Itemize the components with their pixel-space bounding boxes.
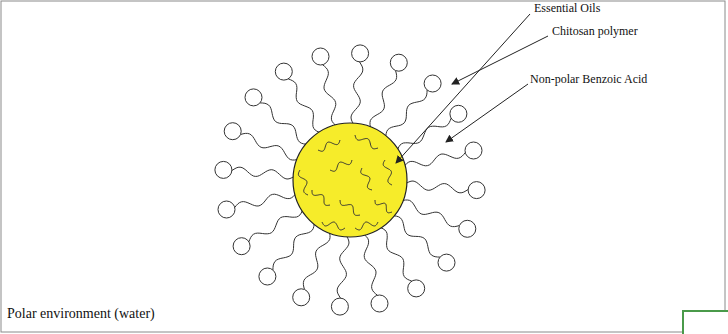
polar-head bbox=[371, 295, 388, 312]
region-label: Polar environment (water) bbox=[7, 306, 155, 322]
leader-line bbox=[446, 84, 528, 142]
oil-squiggle bbox=[355, 222, 378, 230]
polar-head bbox=[275, 63, 292, 80]
oil-squiggle bbox=[322, 222, 345, 230]
polar-head bbox=[233, 238, 250, 255]
polar-head bbox=[450, 105, 467, 122]
polar-head bbox=[215, 161, 232, 178]
oil-squiggle bbox=[298, 170, 308, 195]
polar-head bbox=[408, 280, 425, 297]
polar-head bbox=[245, 89, 262, 106]
polar-head bbox=[224, 123, 241, 140]
oil-squiggle bbox=[383, 160, 392, 185]
polar-head bbox=[438, 254, 455, 271]
polar-head bbox=[352, 45, 369, 62]
callout-label: Chitosan polymer bbox=[552, 25, 638, 39]
oil-squiggle bbox=[330, 160, 352, 171]
polar-head bbox=[468, 182, 485, 199]
callout-label: Non-polar Benzoic Acid bbox=[530, 73, 647, 87]
polar-head bbox=[218, 201, 235, 218]
oil-squiggle bbox=[318, 140, 340, 151]
polar-head bbox=[259, 268, 276, 285]
polar-head bbox=[465, 142, 482, 159]
oil-squiggle bbox=[375, 200, 392, 213]
polar-head bbox=[459, 220, 476, 237]
oil-squiggle bbox=[312, 190, 330, 205]
oil-squiggles bbox=[298, 135, 392, 230]
callout-label: Essential Oils bbox=[534, 2, 600, 16]
polar-head bbox=[424, 75, 441, 92]
polar-head bbox=[312, 48, 329, 65]
polar-head bbox=[331, 298, 348, 315]
corner-box bbox=[683, 311, 728, 334]
polar-head bbox=[293, 289, 310, 306]
polar-head bbox=[390, 54, 407, 71]
oil-squiggle bbox=[355, 135, 378, 149]
oil-squiggle bbox=[361, 168, 372, 190]
polymer-tails bbox=[215, 45, 485, 315]
oil-core bbox=[293, 123, 407, 237]
leader-line bbox=[396, 14, 530, 163]
oil-squiggle bbox=[340, 200, 360, 215]
